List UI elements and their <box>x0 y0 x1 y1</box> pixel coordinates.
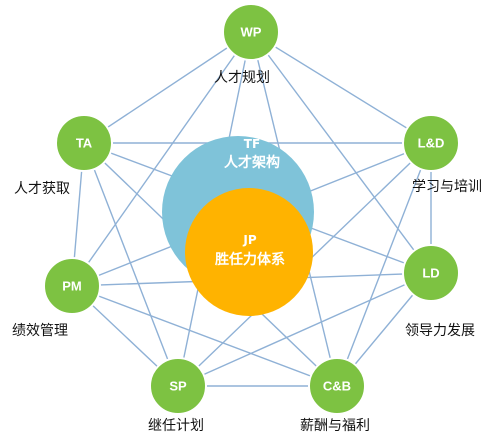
node-abbr: PM <box>62 279 82 294</box>
inner-label: 胜任力体系 <box>215 251 285 268</box>
node-candb: C&B <box>308 357 366 415</box>
node-abbr: WP <box>241 25 262 40</box>
outer-abbr: TF <box>244 137 260 151</box>
node-circle <box>55 114 113 172</box>
node-wp: WP <box>222 3 280 61</box>
node-circle <box>222 3 280 61</box>
connection-line <box>71 285 338 387</box>
competency-system-circle <box>185 188 313 316</box>
connection-line <box>250 31 432 144</box>
connection-line <box>83 142 179 387</box>
node-sp: SP <box>149 357 207 415</box>
node-abbr: TA <box>76 136 93 151</box>
node-label-ld-training: 学习与培训 <box>412 179 482 195</box>
node-abbr: LD <box>422 266 439 281</box>
node-circle <box>43 257 101 315</box>
connection-line <box>336 142 432 387</box>
node-abbr: L&D <box>418 136 445 151</box>
connection-line <box>71 31 252 287</box>
node-abbr: C&B <box>323 379 351 394</box>
inner-abbr: JP <box>242 233 256 247</box>
node-label-ld: 领导力发展 <box>405 323 475 339</box>
node-abbr: SP <box>169 379 187 394</box>
node-pm: PM <box>43 257 101 315</box>
node-circle <box>402 244 460 302</box>
node-ta: TA <box>55 114 113 172</box>
node-circle <box>308 357 366 415</box>
connection-line <box>250 31 432 274</box>
node-label-cb: 薪酬与福利 <box>300 418 370 434</box>
node-ld: LD <box>402 244 460 302</box>
connection-line <box>177 272 432 387</box>
connection-line <box>83 31 252 144</box>
outer-label: 人才架构 <box>224 154 280 171</box>
node-landd: L&D <box>402 114 460 172</box>
node-label-sp: 继任计划 <box>148 418 204 434</box>
node-label-pm: 绩效管理 <box>12 323 68 339</box>
node-circle <box>402 114 460 172</box>
nodes-group: WP TA L&D PM LD SP C&B <box>43 3 460 415</box>
node-label-wp: 人才规划 <box>214 70 270 86</box>
node-label-ta: 人才获取 <box>14 181 70 197</box>
node-circle <box>149 357 207 415</box>
